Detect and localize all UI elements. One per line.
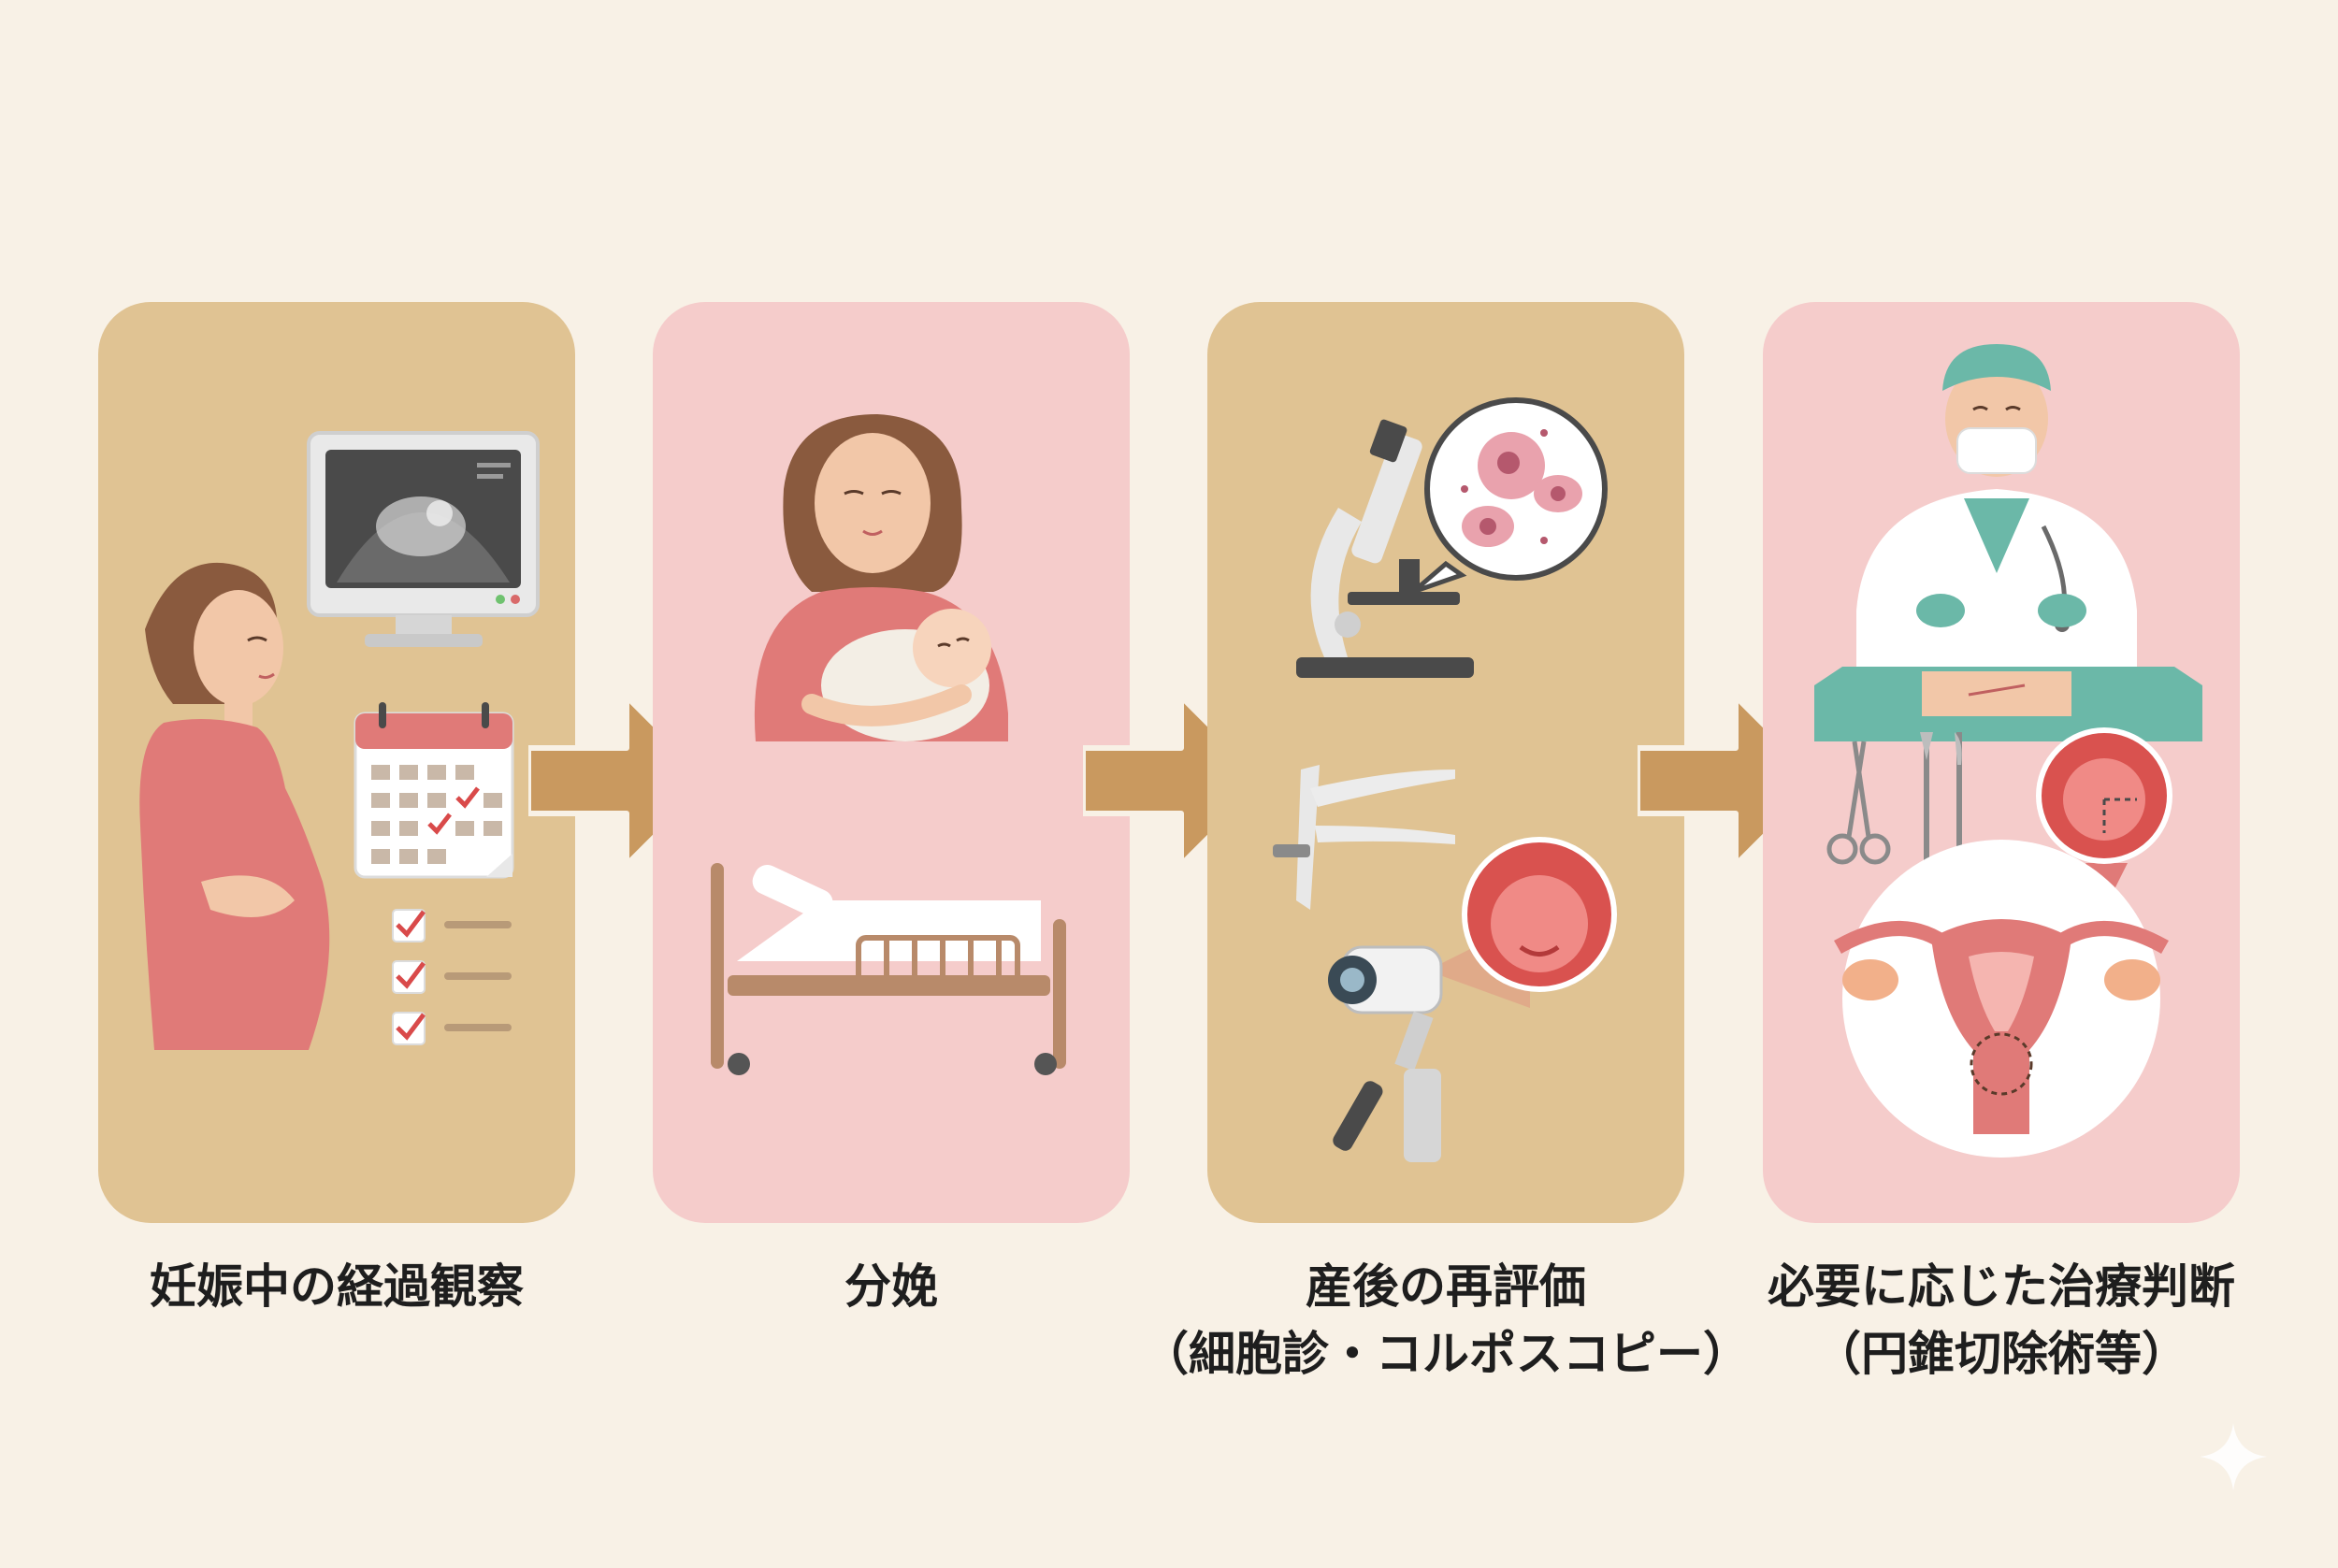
conization-detail-icon	[2036, 727, 2172, 900]
step-caption-3: 産後の再評価 （細胞診・コルポスコピー）	[1118, 1253, 1773, 1388]
calendar-icon	[354, 702, 514, 879]
hospital-bed-icon	[711, 863, 1066, 1075]
checklist-icon	[392, 909, 512, 1045]
delivery-illustration	[711, 414, 1066, 1075]
step-sublabel: （円錐切除術等）	[1814, 1327, 2188, 1381]
step-caption-1: 妊娠中の経過観察	[9, 1253, 664, 1320]
surgeon-icon	[1814, 344, 2202, 741]
microscope-icon	[1296, 419, 1474, 678]
sparkle-icon	[2196, 1419, 2271, 1494]
ultrasound-monitor-icon	[307, 431, 540, 647]
postpartum-illustration	[1273, 397, 1617, 1162]
treatment-illustration	[1814, 344, 2202, 1158]
step-panel-pregnancy	[98, 302, 575, 1223]
step-panel-delivery	[653, 302, 1130, 1223]
step-label: 妊娠中の経過観察	[150, 1259, 524, 1314]
step-caption-4: 必要に応じた治療判断 （円錐切除術等）	[1674, 1253, 2329, 1388]
surgical-instruments-icon	[1826, 732, 1962, 865]
pregnancy-illustration	[139, 431, 540, 1050]
step-label: 分娩	[844, 1259, 938, 1314]
step-panel-postpartum	[1207, 302, 1684, 1223]
pregnant-woman-icon	[139, 562, 330, 1050]
step-label: 産後の再評価	[1306, 1259, 1586, 1314]
step-label: 必要に応じた治療判断	[1768, 1259, 2235, 1314]
step-panel-treatment	[1763, 302, 2240, 1223]
mother-holding-baby-icon	[754, 414, 1008, 741]
colposcope-icon	[1328, 837, 1617, 1162]
step-caption-2: 分娩	[564, 1253, 1219, 1320]
cell-magnification-icon	[1411, 397, 1608, 595]
uterus-diagram-icon	[1834, 840, 2169, 1158]
speculum-icon	[1273, 765, 1455, 910]
step-sublabel: （細胞診・コルポスコピー）	[1142, 1327, 1750, 1381]
